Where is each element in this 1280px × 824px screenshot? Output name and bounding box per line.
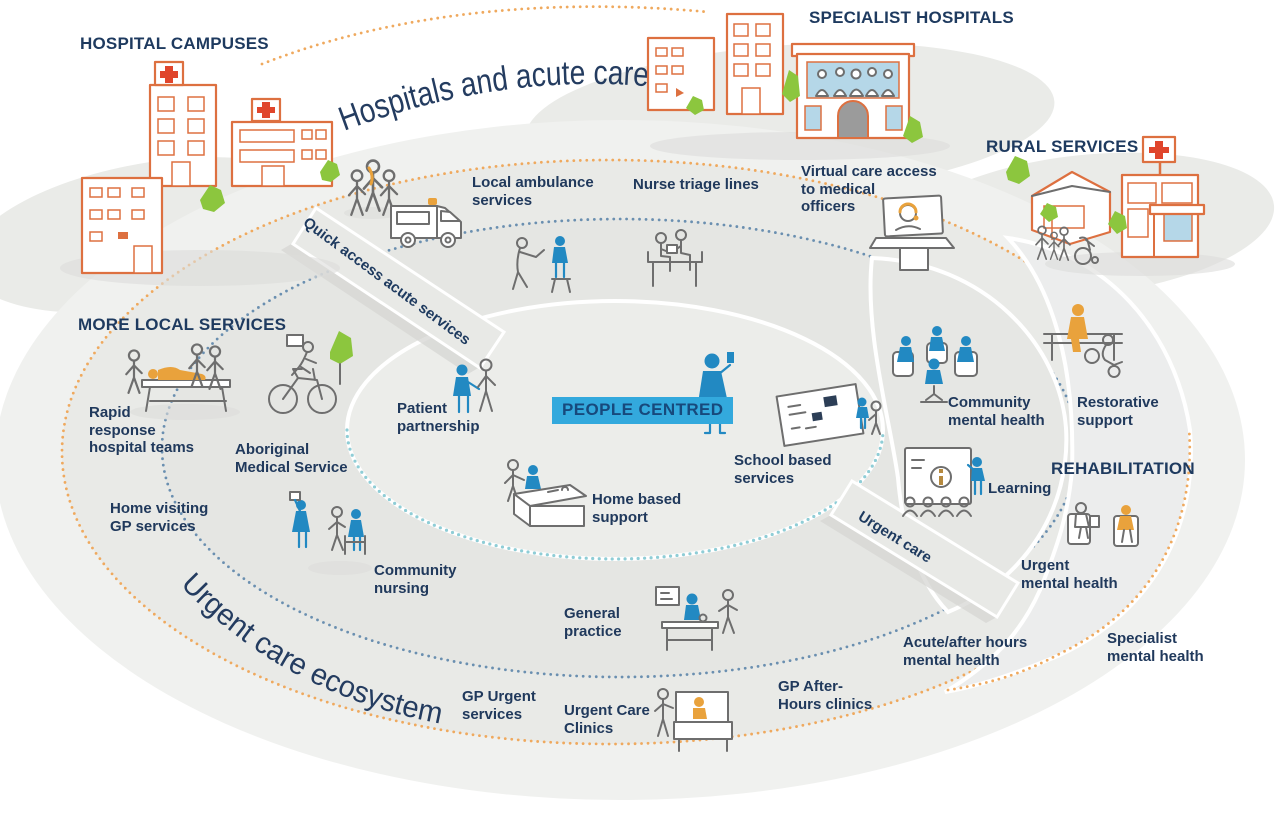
people-centred-badge: PEOPLE CENTRED <box>552 397 734 424</box>
nurse-triage-icon <box>647 229 703 287</box>
patient-partnership-icon <box>453 358 496 414</box>
label-local-ambulance-services: Local ambulance services <box>472 174 594 209</box>
label-gp-after-hours-clinics: GP After- Hours clinics <box>778 678 873 713</box>
header-rehabilitation: REHABILITATION <box>1051 459 1195 478</box>
label-virtual-care-access: Virtual care access to medical officers <box>801 163 937 216</box>
specialist-hospitals-icon <box>646 12 950 160</box>
urgent-mental-health-icon <box>1067 502 1139 547</box>
restorative-support-icon <box>1043 304 1123 378</box>
label-rapid-response-hospital-teams: Rapid response hospital teams <box>89 404 195 457</box>
label-general-practice: General practice <box>564 605 622 640</box>
learning-icon <box>902 447 985 517</box>
label-nurse-triage-lines: Nurse triage lines <box>633 176 759 193</box>
community-mental-health-icon <box>892 326 978 403</box>
label-aboriginal-medical-service: Aboriginal Medical Service <box>235 441 348 476</box>
label-urgent-care-clinics: Urgent Care Clinics <box>564 702 650 737</box>
label-specialist-mental-health: Specialist mental health <box>1107 630 1204 665</box>
crescent-orange-arc <box>946 426 1192 692</box>
rural-services-icon <box>1006 135 1235 276</box>
walking-group-icon <box>344 159 400 219</box>
rapid-response-icon <box>125 343 240 420</box>
quick-access-wedge <box>281 205 507 374</box>
header-rural-services: RURAL SERVICES <box>986 137 1139 156</box>
hospital-campuses-icon <box>60 60 340 286</box>
label-restorative-support: Restorative support <box>1077 394 1159 429</box>
telehealth-laptop-icon <box>869 194 955 271</box>
doctor-patient-icon <box>512 236 571 293</box>
urgent-care-wedge <box>820 478 1021 623</box>
header-more-local-services: MORE LOCAL SERVICES <box>78 315 287 334</box>
cyclist-icon <box>268 331 353 414</box>
header-hospital-campuses: HOSPITAL CAMPUSES <box>80 34 269 53</box>
top-orange-arc <box>260 5 710 66</box>
urgent-care-clinics-icon <box>654 688 733 752</box>
label-urgent-mental-health: Urgent mental health <box>1021 557 1118 592</box>
label-home-based-support: Home based support <box>592 491 682 526</box>
school-based-services-icon <box>775 383 882 447</box>
header-specialist-hospitals: SPECIALIST HOSPITALS <box>809 8 1014 27</box>
label-community-mental-health: Community mental health <box>948 394 1045 429</box>
label-community-nursing: Community nursing <box>374 562 457 597</box>
label-acute-after-hours-mental-health: Acute/after hours mental health <box>903 634 1028 669</box>
people-centred-figure-icon <box>698 352 734 435</box>
community-nursing-icon <box>289 491 372 575</box>
ambulance-icon <box>390 198 462 248</box>
label-home-visiting-gp-services: Home visiting GP services <box>110 500 209 535</box>
label-school-based-services: School based services <box>734 452 832 487</box>
label-patient-partnership: Patient partnership <box>397 400 480 435</box>
label-learning: Learning <box>988 480 1052 497</box>
general-practice-icon <box>655 586 738 651</box>
home-based-support-icon <box>504 459 587 527</box>
label-gp-urgent-services: GP Urgent services <box>462 688 536 723</box>
